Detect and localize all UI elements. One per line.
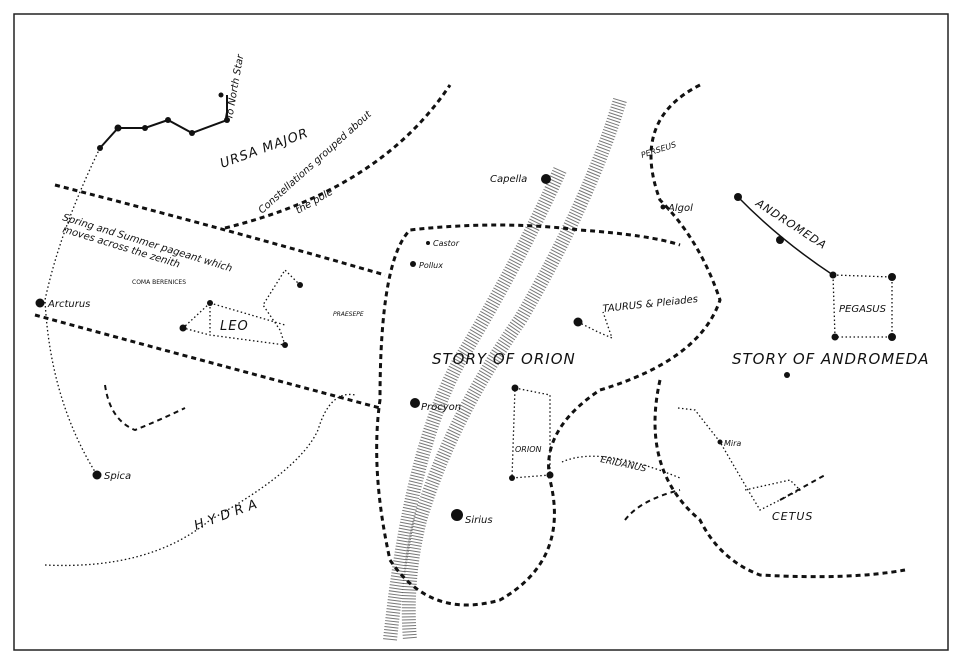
ursa-major-stars [97, 92, 230, 151]
ursa-major-lines [99, 95, 228, 149]
label-north-star: To North Star [224, 53, 246, 121]
label-pollux: Pollux [419, 261, 443, 270]
label-leo: LEO [220, 319, 249, 334]
label-perseus: PERSEUS [640, 140, 678, 160]
arc-to-spica [44, 147, 101, 476]
label-procyon: Procyon [421, 402, 461, 413]
pegasus-square [832, 274, 893, 338]
orion-lines [511, 387, 551, 479]
pageant-lower-boundary [34, 313, 381, 410]
label-arcturus: Arcturus [47, 299, 90, 310]
label-cetus: CETUS [772, 510, 813, 523]
label-sirius: Sirius [465, 515, 493, 526]
leo-lines [181, 268, 301, 346]
story-of-orion-boundary [375, 83, 722, 607]
corvus-lines [104, 384, 186, 432]
label-pole-note-2: the pole [294, 187, 335, 217]
label-hydra: HYDRA [192, 495, 264, 533]
label-story-of-orion: STORY OF ORION [432, 350, 576, 368]
label-coma-berenices: COMA BERENICES [132, 279, 186, 286]
map-frame [13, 13, 949, 651]
story-of-andromeda-boundary [653, 379, 906, 579]
label-eridanus: ERIDANUS [599, 455, 647, 475]
milky-way-band-right [401, 97, 627, 641]
hydra-lines [44, 393, 356, 567]
named-stars [35, 174, 896, 521]
pageant-upper-boundary [54, 183, 386, 277]
cetus-lines [677, 407, 802, 511]
cetus-tail [779, 474, 826, 501]
label-mira: Mira [724, 439, 741, 448]
eridanus-lines [561, 455, 681, 479]
label-story-of-andromeda: STORY OF ANDROMEDA [732, 350, 930, 368]
label-taurus: TAURUS & Pleiades [602, 294, 698, 315]
label-spica: Spica [104, 471, 131, 482]
pole-boundary [224, 84, 452, 230]
label-orion: ORION [515, 445, 542, 454]
label-castor: Castor [433, 239, 460, 248]
taurus-lines [577, 311, 614, 340]
label-capella: Capella [490, 174, 527, 185]
eridanus-tail [624, 489, 681, 521]
label-pageant-1: Spring and Summer pageant which [61, 212, 233, 274]
label-pegasus: PEGASUS [839, 304, 887, 315]
label-ursa-major: URSA MAJOR [218, 126, 311, 172]
label-algol: Algol [667, 203, 693, 214]
label-praesepe: PRAESEPE [333, 311, 364, 318]
